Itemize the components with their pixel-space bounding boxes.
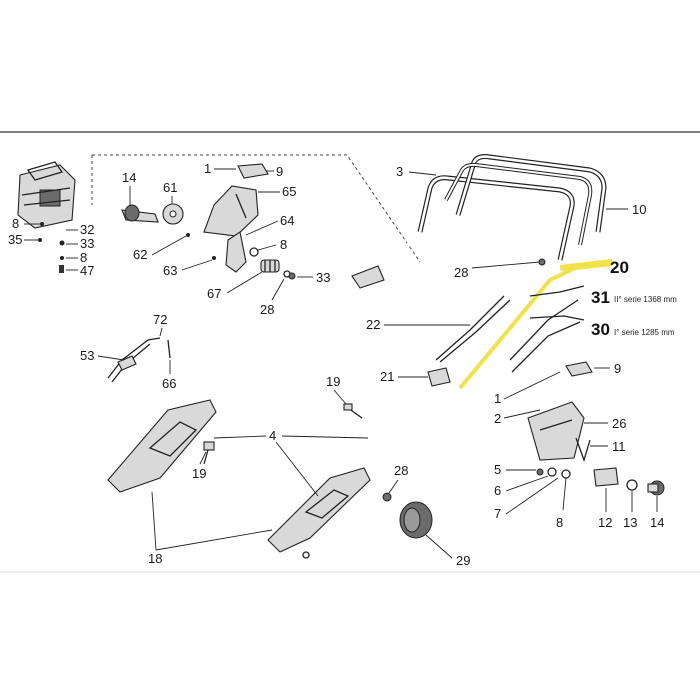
- callout-29: 29: [456, 553, 470, 568]
- callout-61: 61: [163, 180, 177, 195]
- callout-19-mid: 19: [326, 374, 340, 389]
- callout-67: 67: [207, 286, 221, 301]
- callout-8-top: 8: [280, 237, 287, 252]
- cam-part-12: [593, 467, 619, 487]
- washer-part-8-bottom: [561, 469, 571, 479]
- callout-9-right: 9: [614, 361, 621, 376]
- handlebar-lower-tube: [257, 231, 546, 441]
- callout-14-bottom: 14: [650, 515, 664, 530]
- callout-22: 22: [366, 317, 380, 332]
- control-box-part-26: [527, 401, 585, 461]
- cable-part-22: [435, 295, 511, 363]
- cable-part-30: [511, 315, 585, 373]
- throttle-lever-part-65: [203, 185, 259, 237]
- note-31-series: II° serie 1368 mm: [614, 295, 677, 304]
- part-6: [547, 467, 557, 477]
- callout-8-bottom: 8: [556, 515, 563, 530]
- callout-20: 20: [610, 258, 629, 277]
- cable-knob-part-14: [121, 204, 159, 223]
- callout-10: 10: [632, 202, 646, 217]
- callout-47: 47: [80, 263, 94, 278]
- bracket-part-21: [351, 265, 451, 387]
- wheel-cap-part-29: [399, 501, 433, 539]
- callout-64: 64: [280, 213, 294, 228]
- cable-part-53: [107, 337, 161, 383]
- callout-3: 3: [396, 164, 403, 179]
- callout-66: 66: [162, 376, 176, 391]
- callout-33-engine: 33: [80, 236, 94, 251]
- callout-28-bottom: 28: [394, 463, 408, 478]
- callout-28-top: 28: [260, 302, 274, 317]
- highlight-callout-bar: [559, 259, 613, 271]
- bracket-part-18-left: [107, 399, 217, 493]
- washer-part-13: [626, 479, 638, 491]
- callout-14-top: 14: [122, 170, 136, 185]
- bracket-part-18-right: [267, 467, 371, 553]
- callout-72: 72: [153, 312, 167, 327]
- callout-1-top: 1: [204, 161, 211, 176]
- gear-part-61: [162, 203, 184, 225]
- callout-4: 4: [269, 428, 276, 443]
- spring-part-67: [260, 259, 280, 273]
- callout-33-top: 33: [316, 270, 330, 285]
- callout-31: 31: [591, 288, 610, 307]
- callout-63: 63: [163, 263, 177, 278]
- callout-7: 7: [494, 506, 501, 521]
- nut-part-33-top: [288, 272, 296, 280]
- handlebar-part-10: [444, 154, 607, 246]
- callout-28-mid: 28: [454, 265, 468, 280]
- note-30-series: I° serie 1285 mm: [614, 328, 675, 337]
- knob-part-9-right: [565, 361, 593, 377]
- callout-12: 12: [598, 515, 612, 530]
- engine-hardware: [24, 222, 65, 273]
- screw-part-19-left: [203, 441, 215, 465]
- callout-30: 30: [591, 320, 610, 339]
- nut-part-28-mid: [538, 258, 546, 266]
- handlebar-part-3: [417, 175, 575, 261]
- lever-part-64: [225, 231, 247, 273]
- callout-21: 21: [380, 369, 394, 384]
- callout-1-right: 1: [494, 391, 501, 406]
- lever-part-11: [575, 437, 591, 463]
- pin-part-66: [167, 339, 171, 359]
- part-5: [536, 468, 544, 476]
- callout-65: 65: [282, 184, 296, 199]
- callout-13: 13: [623, 515, 637, 530]
- callout-62: 62: [133, 247, 147, 262]
- callout-11: 11: [612, 439, 626, 454]
- washer-part-bottom: [302, 551, 310, 559]
- callout-2: 2: [494, 411, 501, 426]
- callout-53: 53: [80, 348, 94, 363]
- knob-part-14-bottom: [647, 480, 665, 496]
- callout-6: 6: [494, 483, 501, 498]
- screw-part-19-mid: [343, 403, 363, 419]
- engine-assembly: [17, 161, 76, 229]
- cable-part-31: [509, 285, 585, 361]
- callout-35: 35: [8, 232, 22, 247]
- callout-32: 32: [80, 222, 94, 237]
- group-dashed-outline: [92, 154, 421, 263]
- callout-9-top: 9: [276, 164, 283, 179]
- callout-8-engine: 8: [12, 216, 19, 231]
- callout-8-engine-2: 8: [80, 250, 87, 265]
- nut-part-28-bottom: [382, 492, 392, 502]
- callout-5: 5: [494, 462, 501, 477]
- callout-18: 18: [148, 551, 162, 566]
- callout-26: 26: [612, 416, 626, 431]
- knob-part-9-top: [237, 163, 269, 179]
- callout-19-left: 19: [192, 466, 206, 481]
